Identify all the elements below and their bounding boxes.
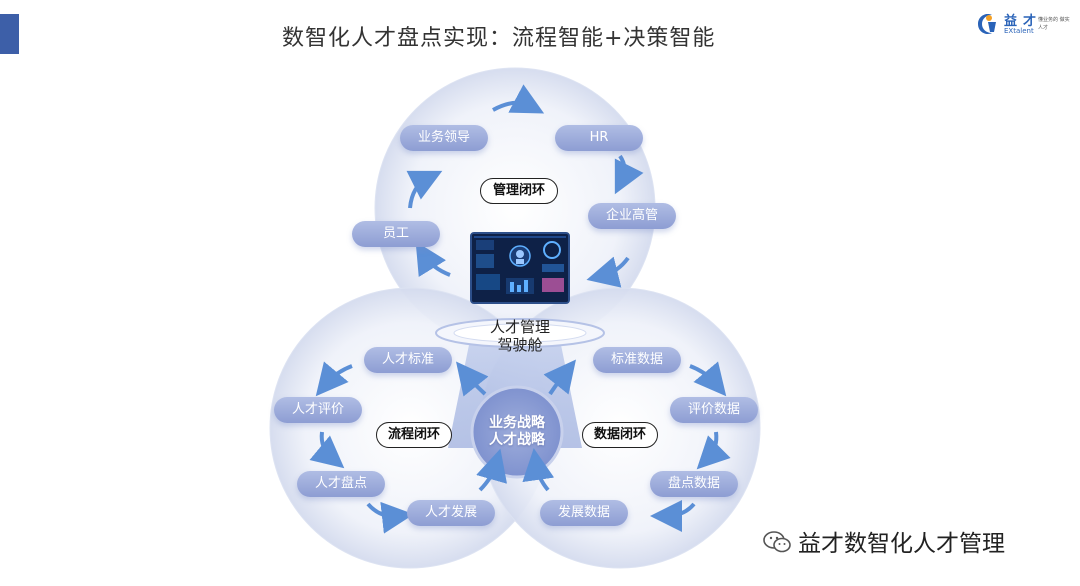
arrow-develop-to-center (476, 448, 507, 492)
node-evaluation-data: 评价数据 (670, 397, 758, 423)
cockpit-platform-inner (453, 323, 587, 343)
arrow-evaldata-to-reviewdata (696, 431, 731, 470)
brand-slogan: 懂业务的 做实人才 (1038, 17, 1070, 31)
wechat-watermark: 益才数智化人才管理 (762, 524, 1005, 558)
node-executives: 企业高管 (588, 203, 676, 229)
node-talent-development: 人才发展 (407, 500, 495, 526)
brand-name: 益才 (1004, 14, 1043, 29)
center-strategy-line2: 人才战略 (489, 432, 545, 448)
node-talent-standard: 人才标准 (364, 347, 452, 373)
node-talent-evaluation: 人才评价 (274, 397, 362, 423)
arrow-staff-to-leader (406, 170, 443, 209)
title-accent-bar (0, 14, 19, 54)
node-review-data: 盘点数据 (650, 471, 738, 497)
brand-logo: 益才 EXtalent 懂业务的 做实人才 (974, 10, 1074, 40)
arrow-eval-to-review (309, 431, 345, 469)
node-development-data: 发展数据 (540, 500, 628, 526)
node-standard-data: 标准数据 (593, 347, 681, 373)
loop-label-process: 流程闭环 (376, 422, 452, 448)
arrow-reviewdata-to-devdata (650, 499, 696, 532)
arrow-center-to-stddata (543, 359, 576, 396)
arrow-exec-to-cockpit (586, 256, 630, 288)
arrow-hr-to-exec (614, 154, 644, 195)
page-title: 数智化人才盘点实现：流程智能+决策智能 (282, 26, 716, 51)
wechat-icon (763, 531, 791, 553)
dashboard-icon (472, 234, 568, 302)
watermark-text: 益才数智化人才管理 (798, 531, 1005, 557)
arrow-devdata-to-center (522, 448, 555, 492)
node-employees: 员工 (352, 221, 440, 247)
cockpit-label: 人才管理 驾驶舱 (470, 318, 570, 354)
node-business-leader: 业务领导 (400, 125, 488, 151)
brand-logo-icon (978, 14, 996, 34)
cockpit-label-line1: 人才管理 (489, 318, 550, 336)
loop-label-data: 数据闭环 (582, 422, 658, 448)
node-talent-review: 人才盘点 (297, 471, 385, 497)
brand-subname: EXtalent (1004, 27, 1034, 35)
arrow-leader-to-hr (492, 84, 545, 114)
center-strategy-label: 业务战略 人才战略 (472, 415, 562, 449)
arrow-center-to-standard (456, 361, 489, 397)
node-hr: HR (555, 125, 643, 151)
arrow-review-to-develop (366, 501, 414, 534)
center-strategy-line1: 业务战略 (489, 415, 545, 431)
arrow-cockpit-to-staff (415, 241, 451, 278)
cockpit-dashboard-image (470, 232, 570, 304)
cockpit-label-line2: 驾驶舱 (497, 336, 543, 354)
arrow-stddata-to-evaldata (689, 361, 727, 397)
loop-label-management: 管理闭环 (480, 178, 558, 204)
arrow-standard-to-eval (315, 361, 353, 397)
